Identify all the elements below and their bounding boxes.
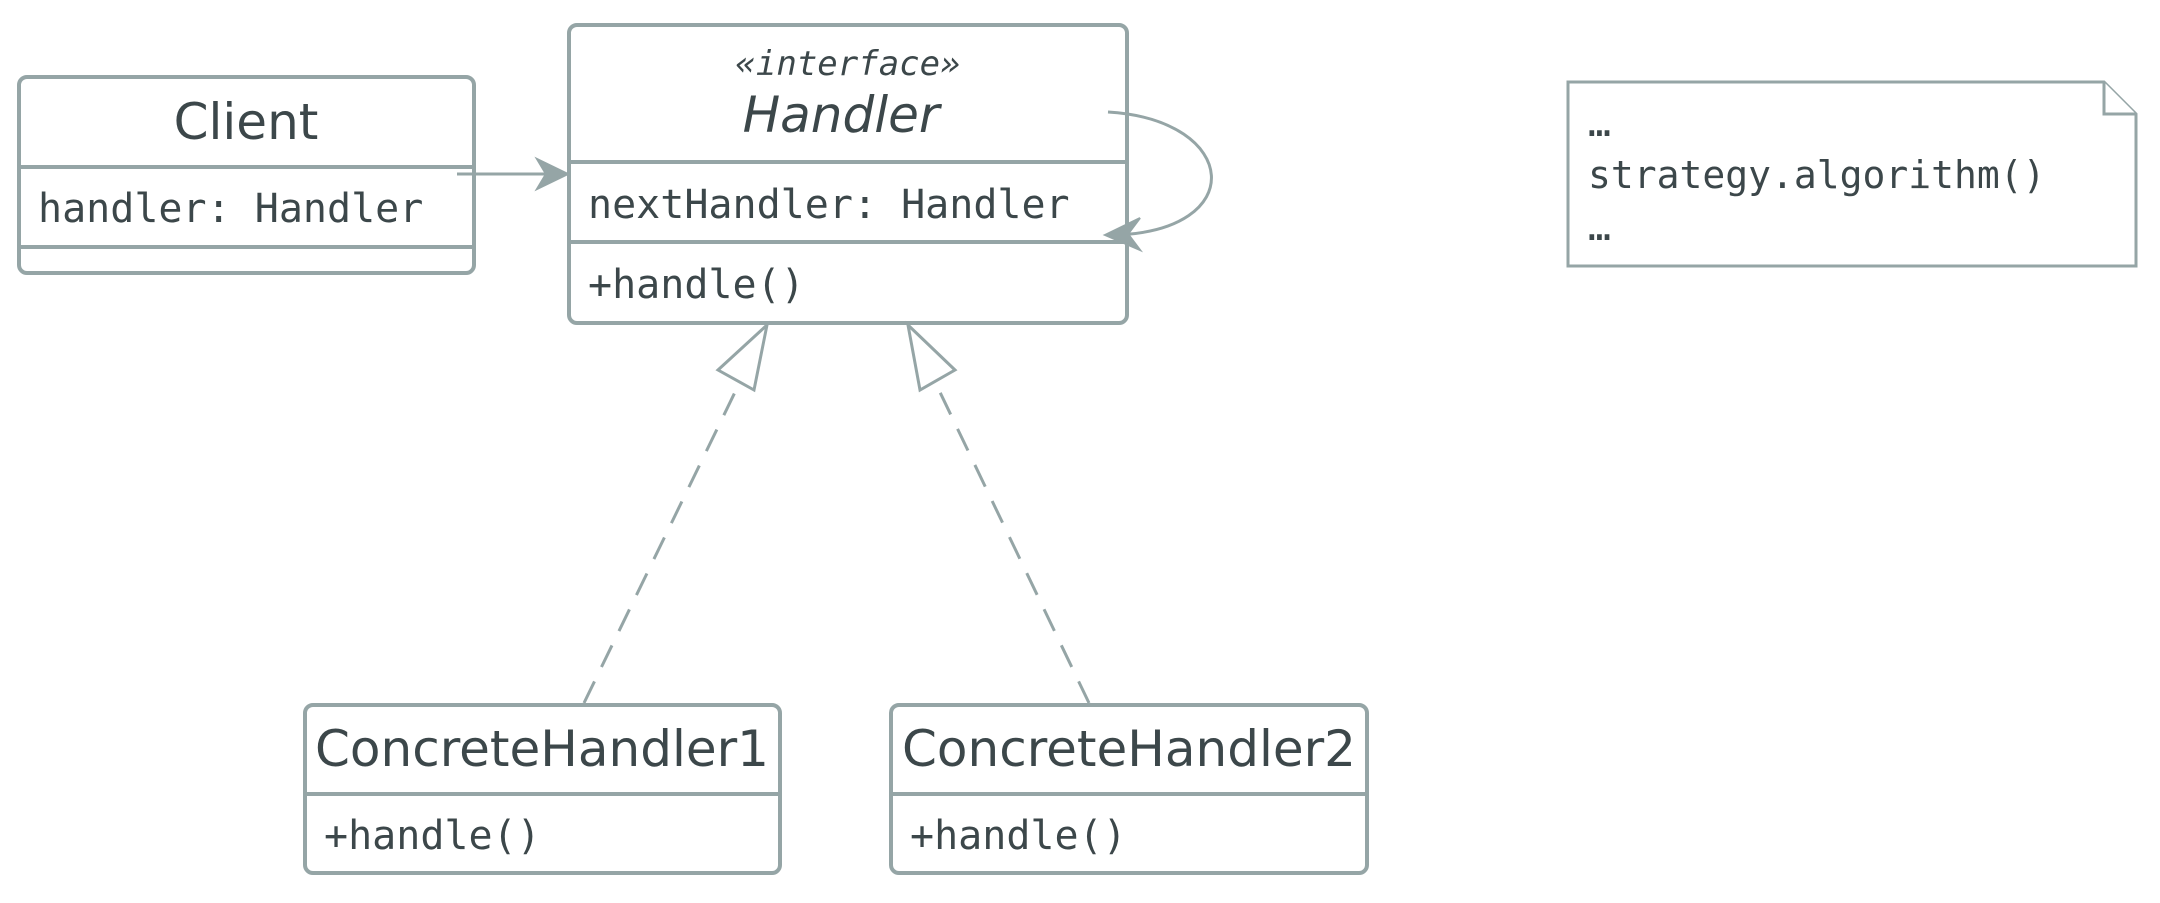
note-line-2: strategy.algorithm() [1588,153,2046,197]
handler-method: +handle() [588,262,805,308]
concrete-handler-1-realization [582,320,770,704]
note-folded-corner-icon [2102,82,2136,116]
handler-interface-name: Handler [743,86,943,144]
concrete-handler-2-class[interactable]: ConcreteHandler2 +handle() [889,703,1369,875]
handler-interface[interactable]: «interface» Handler nextHandler: Handler… [567,23,1129,325]
code-note[interactable]: … strategy.algorithm() … [1566,80,2138,268]
client-attribute: handler: Handler [38,186,423,232]
client-to-handler-association [457,156,571,192]
realization-2-line [935,385,1091,704]
concrete-handler-2-name: ConcreteHandler2 [902,720,1356,778]
concrete-handler-2-realization [905,320,1091,704]
realization-1-line [582,385,740,704]
self-association-line [1107,110,1213,237]
client-class-name: Client [174,93,319,151]
note-line-1: … [1588,101,1611,145]
concrete-handler-2-box [889,703,1369,875]
concrete-handler-1-method: +handle() [324,813,541,859]
concrete-handler-1-box [303,703,782,875]
concrete-handler-1-class[interactable]: ConcreteHandler1 +handle() [303,703,782,875]
realization-1-arrowhead [715,320,770,393]
handler-attribute: nextHandler: Handler [588,182,1070,228]
handler-self-association [1102,110,1213,253]
self-association-arrowhead [1102,217,1144,253]
association-arrowhead [534,156,571,192]
note-line-3: … [1588,205,1611,249]
concrete-handler-1-name: ConcreteHandler1 [315,720,769,778]
client-class[interactable]: Client handler: Handler [17,75,476,275]
handler-stereotype: «interface» [735,44,960,84]
realization-2-arrowhead [905,320,958,393]
note-body [1566,80,2138,268]
concrete-handler-2-method: +handle() [910,813,1127,859]
